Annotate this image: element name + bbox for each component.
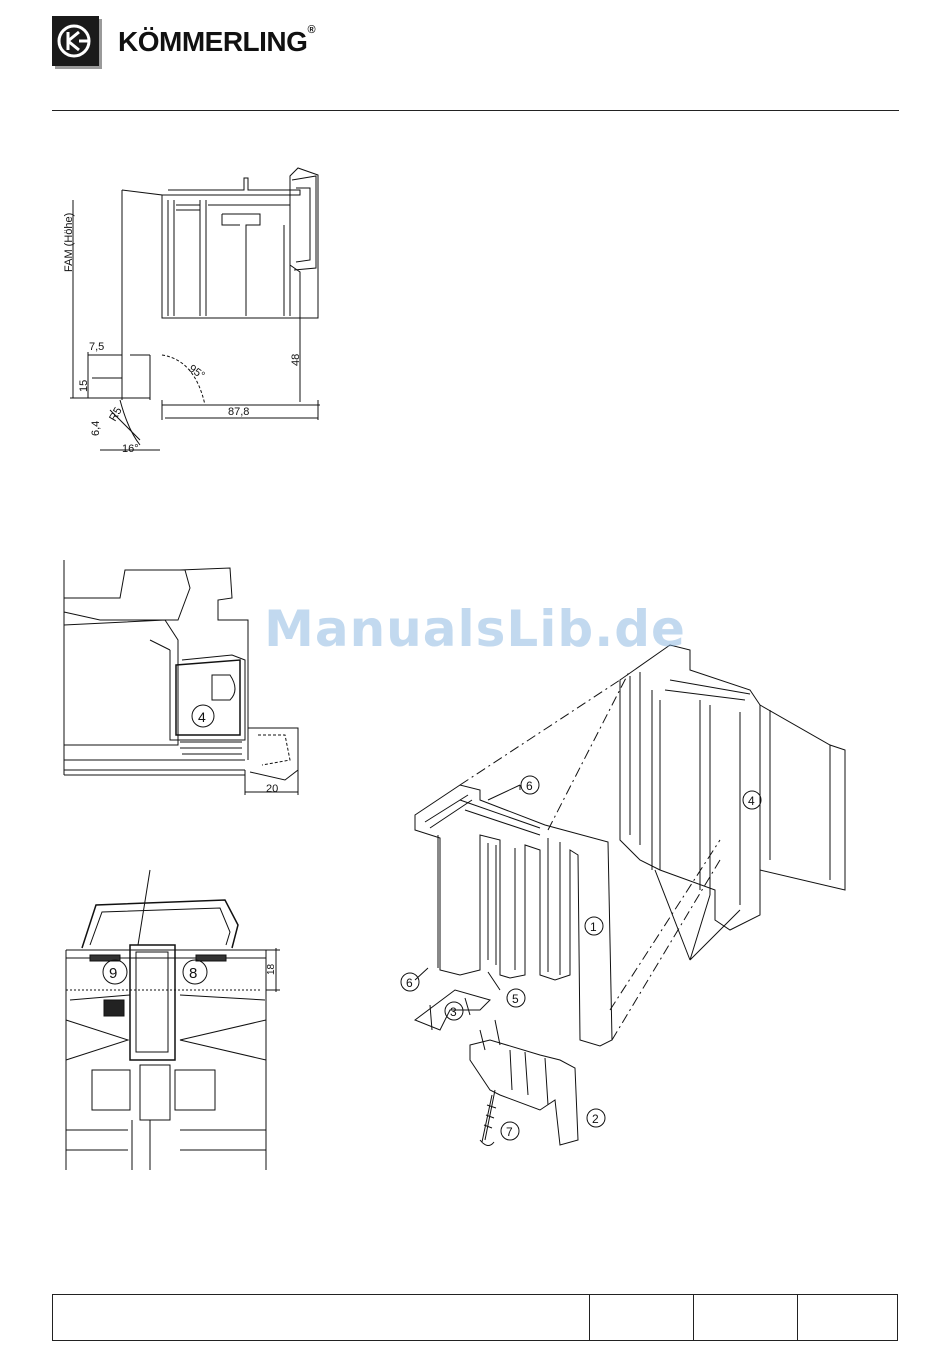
dim-48: 48 <box>290 354 302 366</box>
footer-cell-2 <box>589 1295 693 1340</box>
callout-9-label: 9 <box>109 965 117 982</box>
dim-95-deg: 95° <box>186 363 207 382</box>
callout-8-label: 8 <box>189 965 197 982</box>
footer-cell-title <box>53 1295 589 1340</box>
dim-87-8: 87,8 <box>228 406 249 418</box>
callout-4-exploded-label: 4 <box>748 794 755 808</box>
callout-7-label: 7 <box>506 1125 513 1139</box>
callout-5-label: 5 <box>512 992 519 1006</box>
dim-18: 18 <box>266 963 277 975</box>
callout-6-top-label: 6 <box>526 779 533 793</box>
dim-15: 15 <box>78 380 90 392</box>
footer-cell-4 <box>797 1295 896 1340</box>
callout-2-label: 2 <box>592 1112 599 1126</box>
callout-4-section-label: 4 <box>198 709 206 725</box>
dim-7-5: 7,5 <box>89 341 104 353</box>
profile-detail-drawing <box>70 168 320 450</box>
watermark: ManualsLib.de <box>0 600 950 658</box>
exploded-view-drawing <box>415 645 845 1146</box>
callout-3-label: 3 <box>450 1005 457 1019</box>
footer-title-block <box>52 1294 898 1341</box>
section-view-drawing <box>64 560 298 795</box>
dim-6-4: 6,4 <box>90 421 102 436</box>
callout-1-label: 1 <box>590 920 597 934</box>
footer-cell-3 <box>693 1295 797 1340</box>
dim-20: 20 <box>266 783 278 795</box>
fam-height-label: FAM (Höhe) <box>63 213 75 272</box>
coupling-view-drawing <box>66 870 280 1170</box>
callout-6-bottom-label: 6 <box>406 976 413 990</box>
dim-16-deg: 16° <box>122 443 139 455</box>
